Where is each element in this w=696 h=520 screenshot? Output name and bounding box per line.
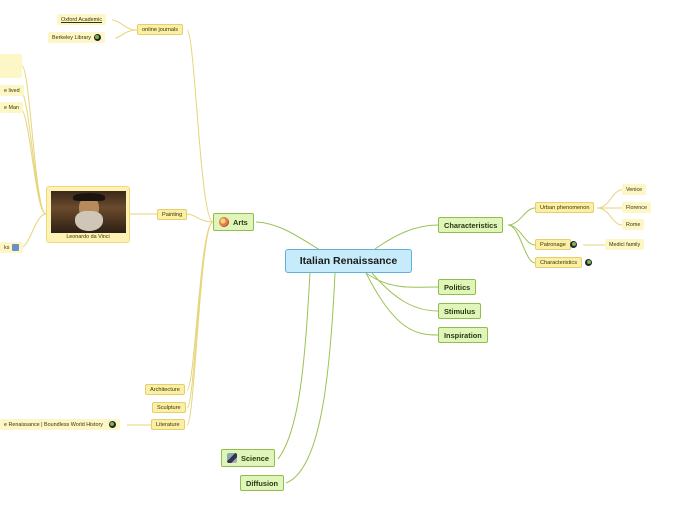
topic-diffusion-label: Diffusion	[246, 478, 279, 488]
topic-politics[interactable]: Politics	[438, 279, 477, 295]
link-oxford-academic-label[interactable]: Oxford Academic	[61, 16, 103, 23]
subtopic-literature-label: Literature	[156, 421, 180, 428]
globe-icon[interactable]	[585, 259, 592, 266]
globe-icon[interactable]	[108, 421, 116, 428]
leaf-man[interactable]: e Man	[0, 102, 23, 113]
globe-icon[interactable]	[570, 241, 577, 248]
leaf-florence-label: Florence	[626, 204, 647, 211]
leaf-medici-family[interactable]: Medici family	[605, 239, 645, 250]
topic-arts[interactable]: Arts	[213, 213, 254, 231]
subtopic-urban-phenomenon[interactable]: Urban phenomenon	[535, 202, 595, 213]
subtopic-architecture[interactable]: Architecture	[145, 384, 185, 395]
topic-characteristics-label: Characteristics	[444, 220, 498, 230]
subtopic-sculpture-label: Sculpture	[157, 404, 181, 411]
topic-inspiration[interactable]: Inspiration	[438, 327, 488, 343]
leaf-medici-family-label: Medici family	[609, 241, 641, 248]
topic-characteristics[interactable]: Characteristics	[438, 217, 504, 233]
topic-arts-label: Arts	[233, 217, 248, 227]
topic-inspiration-label: Inspiration	[444, 330, 482, 340]
leaf-works-label: ks	[4, 244, 10, 251]
link-berkeley-library[interactable]: Berkeley Library	[48, 32, 105, 43]
link-oxford-academic[interactable]: Oxford Academic	[57, 14, 107, 25]
image-icon[interactable]	[12, 244, 20, 251]
subtopic-online-journals[interactable]: online journals	[137, 24, 184, 35]
leaf-offscreen-card[interactable]	[0, 54, 22, 78]
subtopic-painting-label: Painting	[162, 211, 183, 218]
link-berkeley-library-label: Berkeley Library	[52, 34, 91, 41]
topic-stimulus-label: Stimulus	[444, 306, 476, 316]
leonardo-portrait-image	[51, 191, 126, 233]
subtopic-urban-phenomenon-label: Urban phenomenon	[540, 204, 590, 211]
topic-science-label: Science	[241, 453, 269, 463]
subtopic-literature[interactable]: Literature	[151, 419, 185, 430]
leaf-venice-label: Venice	[626, 186, 643, 193]
leaf-venice[interactable]: Venice	[622, 184, 647, 195]
subtopic-patronage-label: Patronage	[540, 241, 566, 248]
telescope-icon	[227, 453, 237, 463]
leaf-rome-label: Rome	[626, 221, 641, 228]
topic-science[interactable]: Science	[221, 449, 275, 467]
leonardo-caption: Leonardo da Vinci	[66, 234, 110, 240]
link-boundless-world-history[interactable]: e Renaissance | Boundless World History	[0, 419, 120, 430]
topic-diffusion[interactable]: Diffusion	[240, 475, 285, 491]
leaf-works[interactable]: ks	[0, 242, 24, 253]
leaf-florence[interactable]: Florence	[622, 202, 651, 213]
subtopic-characteristics-label: Characteristics	[540, 259, 577, 266]
central-topic-label: Italian Renaissance	[299, 255, 398, 267]
leaf-man-label: e Man	[4, 104, 19, 111]
globe-icon[interactable]	[93, 34, 101, 41]
leaf-rome[interactable]: Rome	[622, 219, 645, 230]
subtopic-painting[interactable]: Painting	[157, 209, 188, 220]
palette-icon	[219, 217, 229, 227]
leonardo-image-card[interactable]: Leonardo da Vinci	[46, 186, 130, 243]
subtopic-architecture-label: Architecture	[150, 386, 180, 393]
central-topic[interactable]: Italian Renaissance	[285, 249, 412, 273]
link-boundless-world-history-label: e Renaissance | Boundless World History	[4, 421, 103, 428]
topic-stimulus[interactable]: Stimulus	[438, 303, 482, 319]
topic-politics-label: Politics	[444, 282, 471, 292]
leaf-lived[interactable]: e lived	[0, 85, 24, 96]
subtopic-online-journals-label: online journals	[142, 26, 179, 33]
subtopic-patronage[interactable]: Patronage	[535, 239, 571, 250]
leaf-lived-label: e lived	[4, 87, 20, 94]
subtopic-characteristics[interactable]: Characteristics	[535, 257, 582, 268]
subtopic-sculpture[interactable]: Sculpture	[152, 402, 186, 413]
